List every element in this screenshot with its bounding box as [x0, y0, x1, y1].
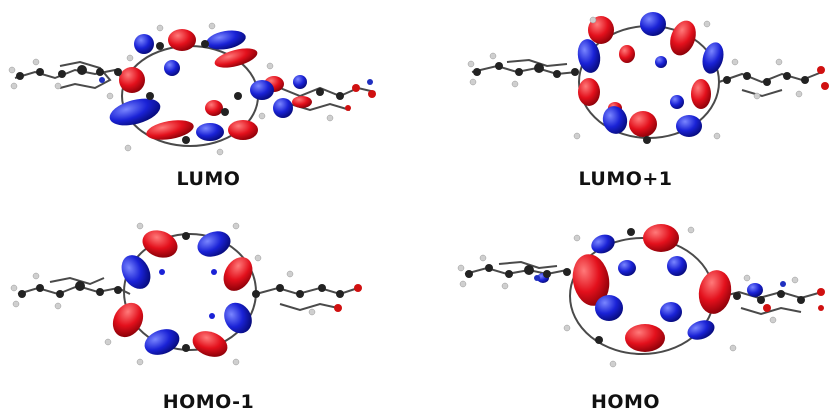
- hydrogen-atoms: [10, 222, 316, 366]
- orbital-panel-lumo: LUMO: [0, 0, 417, 208]
- oxygen-atoms: [334, 284, 362, 312]
- homo-orbital-render: [457, 224, 825, 368]
- hydrogen-atoms: [467, 16, 803, 140]
- orbital-panel-homo-minus-1: HOMO-1: [0, 208, 417, 416]
- oxygen-atoms: [763, 288, 825, 312]
- lumo-orbital-render: [8, 22, 376, 156]
- oxygen-atoms: [345, 84, 376, 111]
- carbon-atoms: [465, 228, 805, 344]
- positive-lobes: [112, 230, 253, 357]
- oxygen-atoms: [817, 66, 829, 90]
- orbital-label-homo: HOMO: [590, 391, 661, 413]
- homo-minus-1-orbital-render: [10, 222, 362, 366]
- carbon-atoms: [18, 232, 344, 352]
- hydrogen-atoms: [8, 22, 334, 156]
- molecular-skeleton: [17, 233, 359, 351]
- nitrogen-atoms: [99, 77, 373, 85]
- negative-lobes: [109, 30, 307, 141]
- orbital-panel-homo: HOMO: [417, 208, 834, 416]
- positive-lobes: [578, 16, 711, 137]
- orbital-label-lumo: LUMO: [176, 168, 241, 190]
- negative-lobes: [537, 234, 763, 340]
- orbital-label-lumo-plus-1: LUMO+1: [578, 168, 673, 190]
- molecular-skeleton: [14, 45, 376, 147]
- lumo-plus-1-orbital-render: [467, 12, 829, 144]
- orbital-panel-lumo-plus-1: LUMO+1: [417, 0, 834, 208]
- nitrogen-atoms: [534, 275, 786, 287]
- carbon-atoms: [473, 62, 809, 144]
- orbital-label-homo-minus-1: HOMO-1: [162, 391, 255, 413]
- negative-lobes: [121, 231, 252, 355]
- negative-lobes: [577, 12, 724, 137]
- positive-lobes: [119, 29, 312, 140]
- positive-lobes: [572, 224, 732, 352]
- carbon-atoms: [16, 40, 344, 144]
- hydrogen-atoms: [457, 226, 799, 368]
